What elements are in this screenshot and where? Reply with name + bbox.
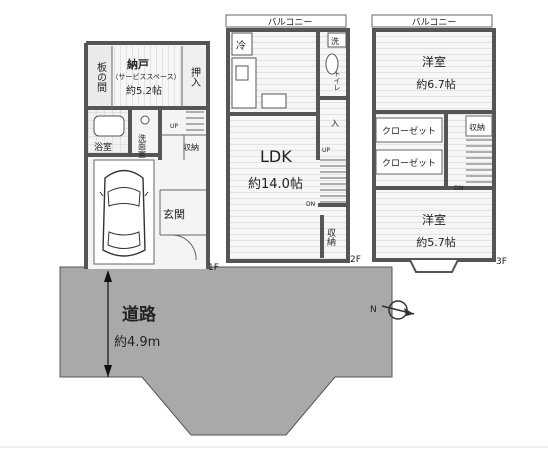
label-shuno-2f: 収納 [325,227,336,247]
label-closet-b: クローゼット [382,157,436,169]
label-oshi-2f: 入 [331,119,339,128]
label-yokushitsu: 浴室 [94,141,112,153]
floor-2f: バルコニー 冷 洗 トイレ 入 UP DN 収納 LDK 約14.0帖 2F [225,14,361,265]
compass-icon: N [370,300,415,320]
label-nando-area: 約5.2帖 [126,84,162,97]
label-nando-sub: （サービススペース） [111,72,180,81]
label-area-bottom: 約5.7帖 [416,235,456,249]
label-youshitsu-top: 洋室 [422,54,446,69]
floor-3f: バルコニー クローゼット クローゼット 収納 DN 洋室 約6.7帖 洋室 約5… [371,14,507,273]
road-label: 道路 [122,304,157,325]
label-area-top: 約6.7帖 [416,77,456,91]
road-area: 道路 約4.9m [59,266,393,436]
label-shuno-1f: 収納 [183,142,199,152]
label-ita-no-ma: 板の間 [95,61,107,93]
label-nando: 納戸 [127,57,149,71]
car-icon [99,169,149,257]
label-level-1f: 1F [208,263,219,273]
balcony-2f [225,14,347,28]
label-level-3f: 3F [496,257,507,267]
label-up-1f: UP [170,123,178,130]
label-balcony-2f: バルコニー [268,17,313,28]
label-up-2f: UP [322,147,330,154]
label-closet-a: クローゼット [382,125,436,137]
label-sen: 洗 [331,36,339,46]
label-senmenshitsu: 洗面室 [138,133,147,158]
label-rei: 冷 [236,39,246,52]
label-dn-2f: DN [306,201,315,208]
label-ldk-area: 約14.0帖 [248,177,303,192]
floor-1f: 納戸 （サービススペース） 約5.2帖 板の間 押入 浴室 洗面室 収納 UP … [84,41,219,273]
label-shuno-3f: 収納 [469,122,485,132]
label-toilet: トイレ [333,70,341,91]
label-level-2f: 2F [350,255,361,265]
label-ldk: LDK [260,147,292,166]
label-balcony-3f: バルコニー [412,17,457,28]
road-width: 約4.9m [114,335,160,350]
label-youshitsu-bottom: 洋室 [422,212,446,227]
balcony-3f [371,14,493,28]
compass-north: N [370,305,377,315]
label-dn-3f: DN [454,185,463,192]
label-oshiire: 押入 [189,66,201,87]
label-genkan: 玄関 [163,207,185,221]
